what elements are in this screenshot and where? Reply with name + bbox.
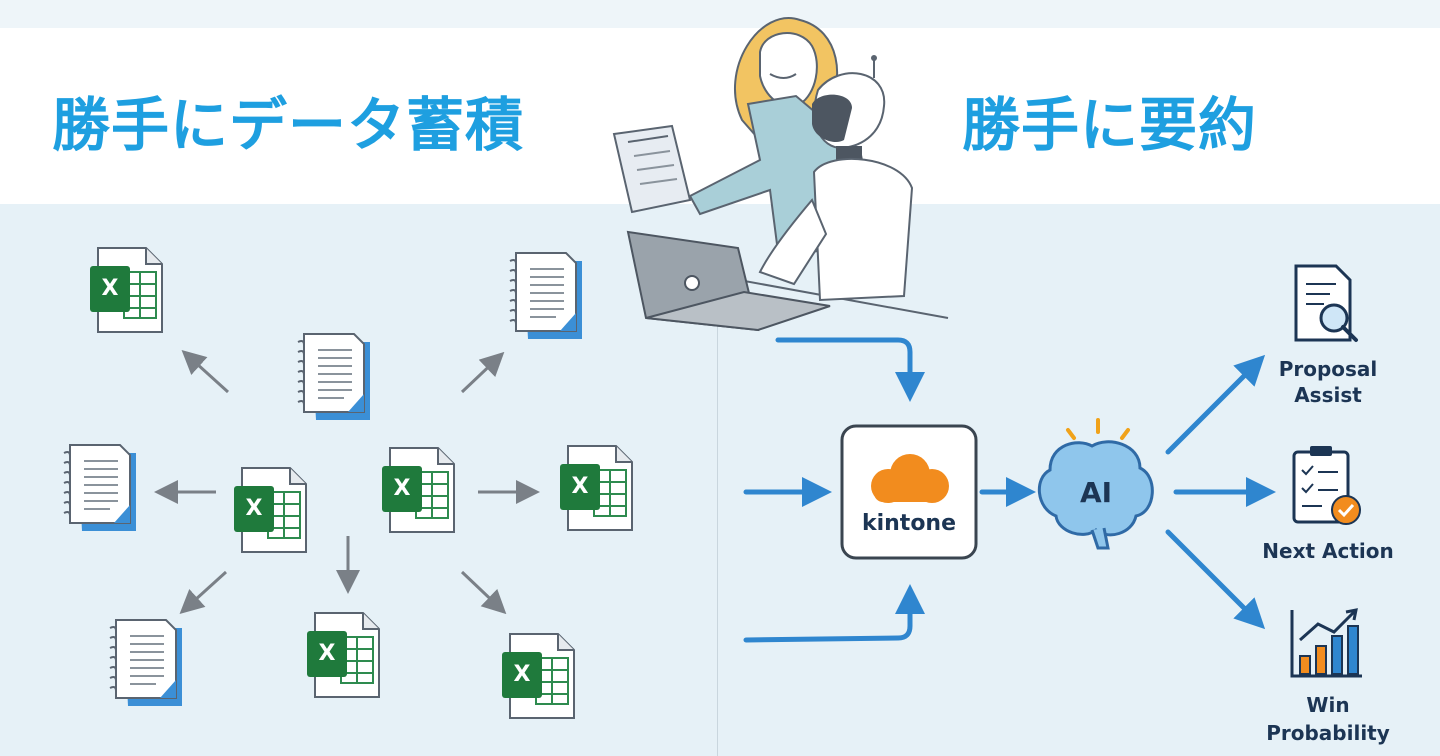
- spreadsheet-letter: X: [246, 496, 263, 521]
- heading-data-accumulation: 勝手にデータ蓄積: [52, 91, 525, 159]
- spreadsheet-letter: X: [394, 476, 411, 501]
- cloud-icon: [871, 454, 949, 503]
- flow-arrow-from-laptop: [775, 337, 925, 402]
- output-label-proposal-line1: Proposal: [1279, 357, 1378, 381]
- output-label-next-action: Next Action: [1262, 539, 1393, 563]
- notebook-icon: [509, 252, 583, 340]
- notebook-icon: [109, 619, 183, 707]
- spreadsheet-letter: X: [319, 641, 336, 666]
- spreadsheet-letter: X: [572, 474, 589, 499]
- document-magnifier-icon: [1294, 264, 1358, 342]
- flow-arrow-to-proposal: [1165, 354, 1266, 455]
- flow-arrow-to-win-probability: [1165, 529, 1266, 630]
- spreadsheet-letter: X: [514, 662, 531, 687]
- scatter-arrow: [181, 349, 230, 394]
- spreadsheet-letter: X: [102, 276, 119, 301]
- output-label-win-line2: Probability: [1266, 721, 1390, 745]
- ai-brain-icon: AI: [1037, 418, 1154, 550]
- notebook-icon: [63, 444, 137, 532]
- ai-label: AI: [1080, 476, 1112, 509]
- person-and-robot-illustration: [612, 17, 949, 332]
- title-banner: [0, 28, 1440, 204]
- checklist-clipboard-icon: [1292, 446, 1361, 525]
- laptop-icon: [626, 230, 831, 332]
- output-label-proposal-line2: Assist: [1294, 383, 1362, 407]
- output-label-win-line1: Win: [1306, 693, 1349, 717]
- bar-chart-growth-icon: [1290, 608, 1362, 678]
- notebook-icon: [297, 333, 371, 421]
- kintone-logo-box: kintone: [840, 424, 978, 560]
- section-divider: [717, 320, 718, 756]
- flow-arrow-into-kintone: [743, 584, 925, 643]
- kintone-label: kintone: [862, 511, 956, 536]
- floating-window-icon: [612, 124, 692, 214]
- heading-auto-summary: 勝手に要約: [962, 91, 1258, 159]
- scatter-arrow: [460, 351, 505, 394]
- scatter-arrow: [179, 570, 228, 615]
- scatter-arrow: [460, 570, 507, 615]
